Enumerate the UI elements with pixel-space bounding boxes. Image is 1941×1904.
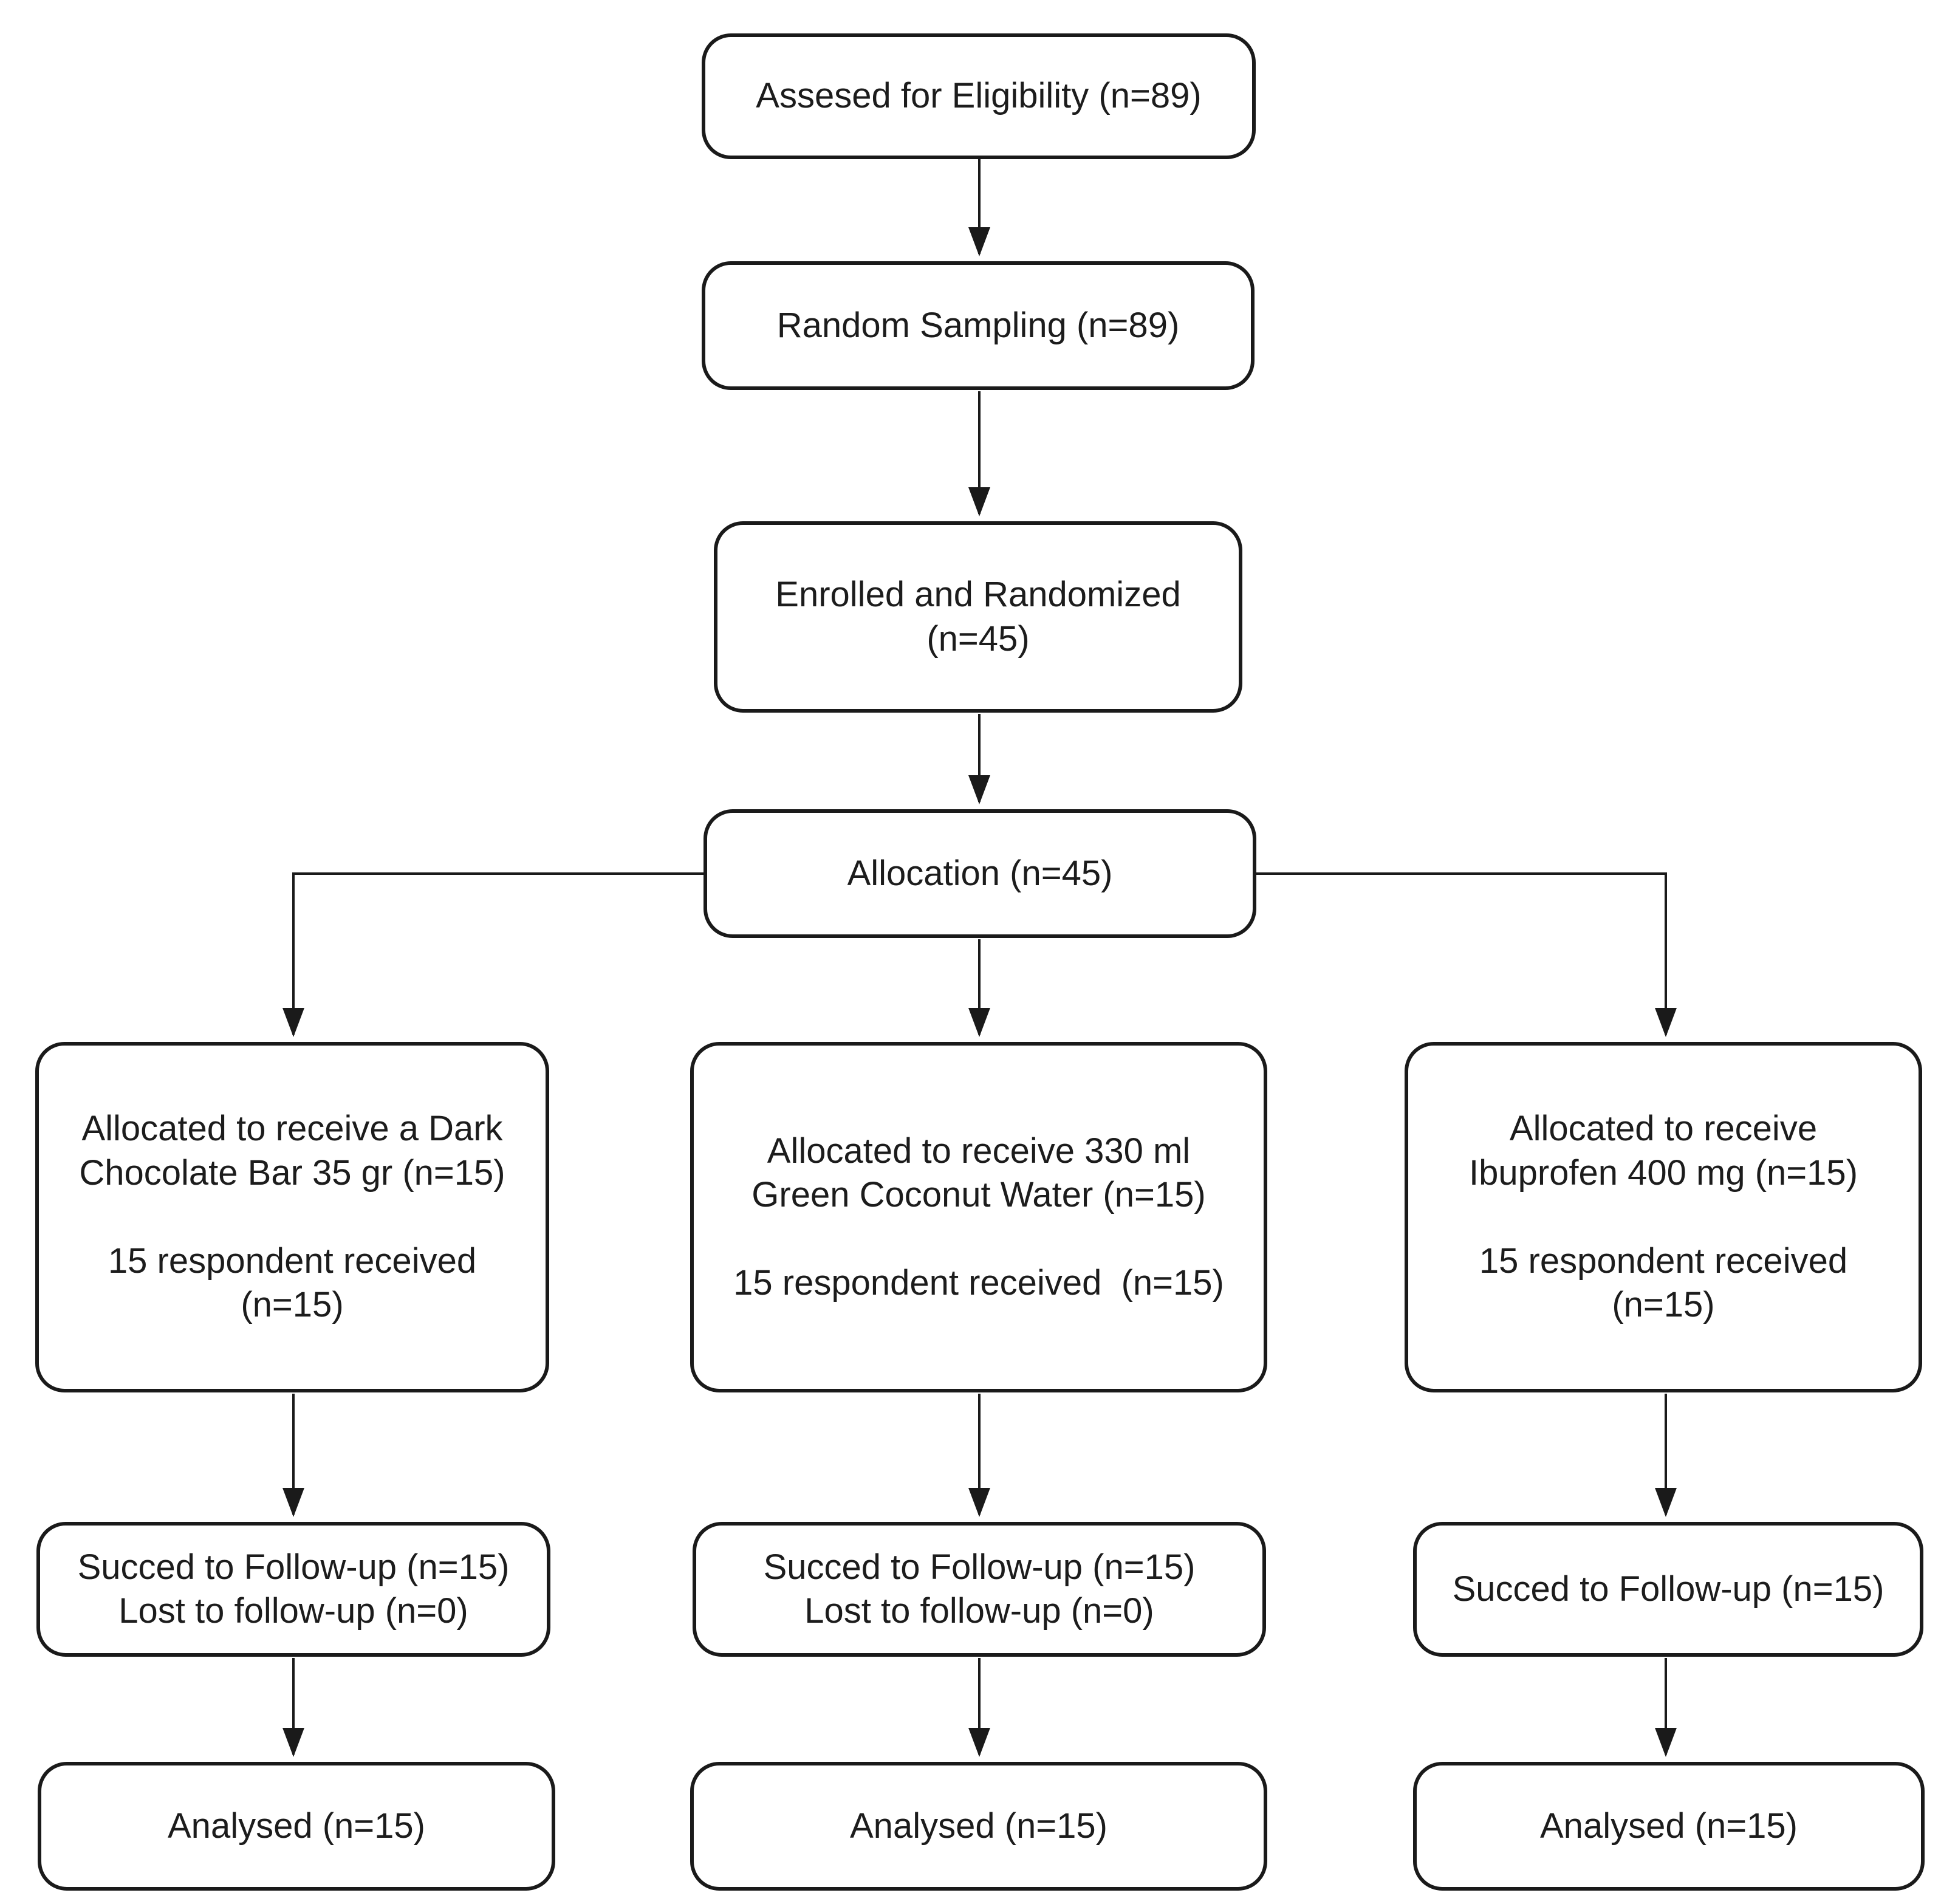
node-followup-coconut-label: Succed to Follow-up (n=15) Lost to follo… bbox=[763, 1547, 1196, 1631]
arrow-allocation-to-chocolate bbox=[282, 872, 703, 1037]
node-allocated-dark-chocolate-label: Allocated to receive a Dark Chocolate Ba… bbox=[79, 1109, 505, 1325]
node-analysed-coconut-label: Analysed (n=15) bbox=[850, 1806, 1107, 1846]
node-analysed-coconut: Analysed (n=15) bbox=[690, 1762, 1267, 1891]
node-allocation: Allocation (n=45) bbox=[703, 809, 1256, 938]
node-assessed-for-eligibility: Assesed for Eligibility (n=89) bbox=[702, 33, 1256, 159]
node-assessed-label: Assesed for Eligibility (n=89) bbox=[756, 76, 1202, 116]
node-enrolled-and-randomized: Enrolled and Randomized (n=45) bbox=[714, 521, 1242, 713]
node-allocated-ibuprofen: Allocated to receive Ibuprofen 400 mg (n… bbox=[1405, 1042, 1922, 1392]
node-analysed-chocolate: Analysed (n=15) bbox=[38, 1762, 555, 1891]
node-allocated-coconut-water-label: Allocated to receive 330 ml Green Coconu… bbox=[733, 1131, 1224, 1303]
arrow-allocation-to-ibuprofen bbox=[1256, 872, 1677, 1037]
node-analysed-ibuprofen: Analysed (n=15) bbox=[1413, 1762, 1925, 1891]
node-enrolled-label: Enrolled and Randomized (n=45) bbox=[775, 575, 1181, 659]
node-analysed-ibuprofen-label: Analysed (n=15) bbox=[1540, 1806, 1798, 1846]
node-random-sampling: Random Sampling (n=89) bbox=[702, 261, 1255, 390]
node-followup-coconut: Succed to Follow-up (n=15) Lost to follo… bbox=[693, 1522, 1266, 1657]
node-allocated-dark-chocolate: Allocated to receive a Dark Chocolate Ba… bbox=[35, 1042, 549, 1392]
node-random-sampling-label: Random Sampling (n=89) bbox=[776, 305, 1180, 345]
node-analysed-chocolate-label: Analysed (n=15) bbox=[168, 1806, 425, 1846]
node-allocation-label: Allocation (n=45) bbox=[847, 853, 1113, 893]
node-followup-ibuprofen: Succed to Follow-up (n=15) bbox=[1413, 1522, 1923, 1657]
node-followup-chocolate: Succed to Follow-up (n=15) Lost to follo… bbox=[36, 1522, 550, 1657]
node-allocated-ibuprofen-label: Allocated to receive Ibuprofen 400 mg (n… bbox=[1468, 1109, 1858, 1325]
node-followup-chocolate-label: Succed to Follow-up (n=15) Lost to follo… bbox=[77, 1547, 510, 1631]
node-allocated-coconut-water: Allocated to receive 330 ml Green Coconu… bbox=[690, 1042, 1267, 1392]
node-followup-ibuprofen-label: Succed to Follow-up (n=15) bbox=[1452, 1569, 1885, 1609]
